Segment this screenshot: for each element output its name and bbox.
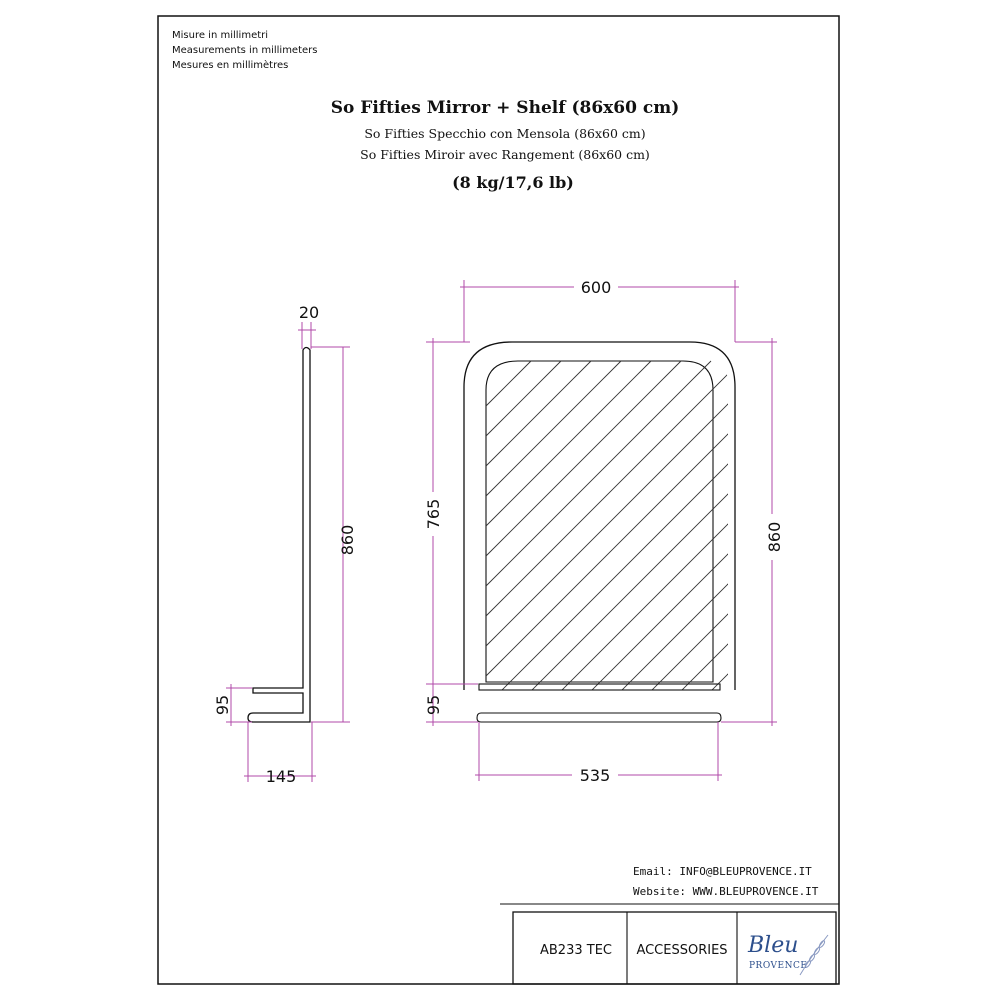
product-title-french: So Fifties Miroir avec Rangement (86x60 … [360,147,650,162]
mirror-glass-outline [485,360,714,683]
svg-text:Bleu: Bleu [747,933,798,958]
front-shelf-width-label: 535 [580,766,611,785]
side-shelf-depth-label: 145 [266,767,297,786]
title-block: AB233 TEC ACCESSORIES Bleu PROVENCE [500,903,839,985]
title-block-heading: So Fifties Mirror + Shelf (86x60 cm) So … [331,98,680,192]
contact-info: Email: INFO@BLEUPROVENCE.IT Website: WWW… [633,865,819,898]
drawing-code: AB233 TEC [540,943,612,958]
mirror-hatching [485,360,728,690]
side-view: 20 860 95 145 [213,303,357,786]
bleu-provence-logo: Bleu PROVENCE [747,933,829,976]
front-view: 600 765 860 95 535 [422,277,786,785]
side-depth-top-label: 20 [299,303,319,322]
front-shelf-height-label: 95 [424,695,443,715]
shelf-front [476,712,722,723]
front-width-label: 600 [581,278,612,297]
units-note-italian: Misure in millimetri [172,30,268,41]
front-mirror-height-label: 765 [424,499,443,530]
side-height-label: 860 [338,525,357,556]
contact-email: Email: INFO@BLEUPROVENCE.IT [633,865,812,878]
product-weight: (8 kg/17,6 lb) [452,173,574,192]
svg-text:PROVENCE: PROVENCE [749,961,807,971]
units-note-french: Mesures en millimètres [172,59,288,71]
product-title-italian: So Fifties Specchio con Mensola (86x60 c… [364,126,645,141]
product-title: So Fifties Mirror + Shelf (86x60 cm) [331,98,680,118]
page-border [157,15,840,985]
shelf-top [478,683,721,691]
mirror-outer-frame [463,341,736,690]
units-note: Misure in millimetri Measurements in mil… [172,30,317,71]
contact-website: Website: WWW.BLEUPROVENCE.IT [633,885,819,898]
lavender-sprig-icon [799,934,829,976]
side-profile [247,346,311,723]
front-total-height-label: 860 [765,522,784,553]
units-note-english: Measurements in millimeters [172,45,317,56]
drawing-category: ACCESSORIES [636,943,727,958]
side-shelf-height-label: 95 [213,695,232,715]
